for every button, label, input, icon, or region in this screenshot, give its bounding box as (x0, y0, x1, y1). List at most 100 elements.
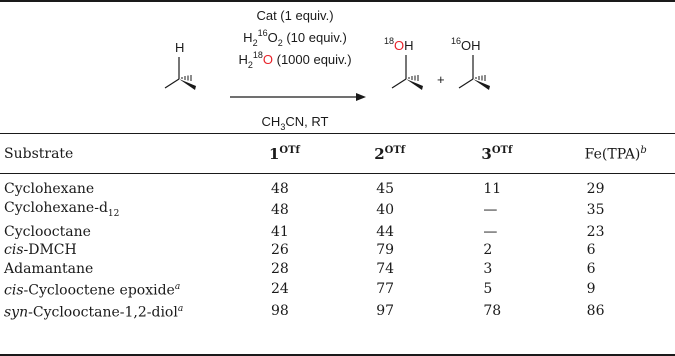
table-row: Adamantane 28 74 3 6 (0, 260, 675, 279)
header-3otf-main: 3 (481, 145, 492, 163)
cell-v3: 3 (483, 260, 493, 277)
cell-v4: 29 (586, 181, 605, 198)
product1-oxygen: O (394, 38, 404, 53)
product1-isotope: 18 (384, 36, 394, 46)
cell-v1: 28 (270, 260, 289, 277)
condition-fragment: Cat (1 equiv.) (256, 8, 333, 23)
condition-fragment: 2 (278, 38, 283, 48)
cell-v3: 5 (483, 281, 493, 297)
text-fragment: -DMCH (23, 242, 77, 259)
bottom-rule (0, 354, 675, 356)
cell-v4: 23 (586, 223, 605, 240)
cell-v3: — (483, 223, 498, 240)
results-table: Substrate 1OTf 2OTf 3OTf Fe(TPA)b Cycloh… (0, 135, 675, 321)
cell-v2: 40 (376, 202, 395, 219)
product-18oh-structure: 18OH (384, 36, 423, 90)
table-row: Cyclohexane 48 45 11 29 (0, 173, 675, 199)
header-2otf-main: 2 (374, 145, 385, 163)
cell-v4: 9 (586, 281, 596, 297)
header-substrate: Substrate (4, 146, 74, 162)
reactant-h-label: H (175, 40, 184, 55)
condition-fragment: 2 (253, 38, 258, 48)
cell-v1: 48 (270, 181, 289, 198)
top-rule (0, 0, 675, 2)
cell-substrate: cis-Cyclooctene epoxidea (0, 278, 269, 300)
cell-v2: 97 (376, 302, 395, 319)
cell-v2: 79 (376, 242, 395, 259)
condition-solvent: CH3CN, RT (262, 114, 329, 132)
cell-substrate: Adamantane (0, 260, 269, 279)
text-fragment: Adamantane (4, 260, 94, 277)
condition-fragment: 2 (248, 60, 253, 70)
text-fragment: Cyclohexane (4, 181, 95, 198)
cell-v3: 78 (483, 302, 502, 319)
product2-label: 16OH (451, 36, 481, 53)
cell-v3: 2 (483, 242, 493, 259)
cell-v4: 6 (586, 260, 596, 277)
cell-v1: 24 (270, 281, 289, 297)
plus-sign: + (437, 72, 445, 87)
text-fragment: cis (4, 242, 24, 259)
condition-fragment: CN, RT (285, 114, 328, 129)
cell-v1: 98 (270, 302, 289, 319)
product-16oh-structure: 16OH (451, 36, 490, 90)
cell-v2: 44 (376, 223, 395, 240)
text-fragment: -Cyclooctane-1,2-diol (28, 304, 178, 321)
text-fragment: a (177, 303, 184, 314)
condition-fragment: 18 (253, 50, 263, 60)
condition-fragment: (1000 equiv.) (273, 52, 352, 67)
cell-v3: — (483, 202, 498, 219)
scheme-rule (0, 133, 675, 134)
condition-fragment: O (263, 52, 273, 67)
condition-fragment: O (268, 30, 278, 45)
condition-fragment: 16 (258, 28, 268, 38)
condition-fragment: CH (262, 114, 281, 129)
condition-line-3: H218O (1000 equiv.) (238, 50, 351, 70)
cell-substrate: Cyclohexane-d12 (0, 199, 269, 223)
product1-hydrogen: H (404, 38, 413, 53)
cell-v4: 6 (586, 242, 596, 259)
header-3otf-sup: OTf (491, 145, 513, 156)
condition-fragment: (10 equiv.) (283, 30, 347, 45)
reaction-arrow (230, 93, 366, 101)
text-fragment: syn (4, 304, 29, 321)
condition-fragment: H (243, 30, 252, 45)
cell-substrate: Cyclooctane (0, 222, 269, 241)
cell-v2: 74 (376, 260, 395, 277)
header-fetpa: Fe(TPA)b (585, 135, 675, 173)
cell-substrate: cis-DMCH (0, 241, 269, 260)
header-3otf: 3OTf (481, 135, 584, 173)
condition-line-2: H216O2 (10 equiv.) (243, 28, 347, 48)
header-2otf: 2OTf (374, 135, 481, 173)
text-fragment: Cyclohexane-d (4, 199, 108, 216)
table-row: syn-Cyclooctane-1,2-diola 98 97 78 86 (0, 300, 675, 322)
cell-v4: 86 (586, 302, 605, 319)
condition-fragment: H (238, 52, 247, 67)
cell-substrate: Cyclohexane (0, 173, 269, 199)
text-fragment: Cyclooctane (4, 223, 91, 240)
header-rule (0, 173, 675, 174)
product2-isotope: 16 (451, 36, 461, 46)
condition-fragment: 3 (280, 122, 285, 132)
header-fetpa-main: Fe(TPA) (584, 146, 641, 163)
header-1otf-sup: OTf (279, 145, 300, 156)
cell-v3: 11 (483, 181, 502, 198)
table-header-row: Substrate 1OTf 2OTf 3OTf Fe(TPA)b (0, 135, 675, 173)
text-fragment: cis (4, 282, 24, 299)
text-fragment: -Cyclooctene epoxide (23, 282, 175, 299)
cell-v4: 35 (586, 202, 605, 219)
reactant-structure: H (164, 40, 196, 90)
text-fragment: a (174, 282, 181, 293)
header-1otf: 1OTf (269, 135, 374, 173)
header-fetpa-sup: b (640, 145, 647, 157)
cell-v2: 45 (376, 181, 395, 198)
header-1otf-main: 1 (268, 145, 280, 163)
condition-line-1: Cat (1 equiv.) (256, 8, 333, 23)
cell-v1: 48 (270, 202, 289, 219)
product1-label: 18OH (384, 36, 414, 53)
